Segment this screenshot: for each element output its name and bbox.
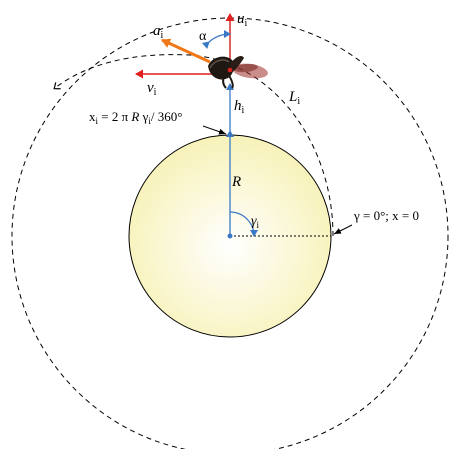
zero-reference-label: γ = 0°; x = 0 (353, 208, 419, 223)
acceleration-arrow (161, 38, 211, 64)
flight-path-dashed (53, 54, 334, 237)
x-formula-label: xi = 2 π R γi/ 360° (89, 109, 182, 126)
u-label: ui (237, 11, 248, 29)
gamma-angle-arc (229, 211, 258, 237)
gamma-label: γi (251, 214, 260, 230)
L-label: Li (288, 89, 300, 107)
zero-reference-pointer (333, 224, 353, 235)
a-label: ai (153, 23, 164, 41)
h-label: hi (234, 98, 245, 116)
v-label: vi (147, 80, 157, 98)
alpha-label: α (199, 29, 207, 44)
R-label: R (231, 174, 241, 190)
x-formula-pointer (202, 125, 227, 135)
insect-icon (208, 56, 268, 89)
alpha-angle-arc (201, 30, 231, 49)
